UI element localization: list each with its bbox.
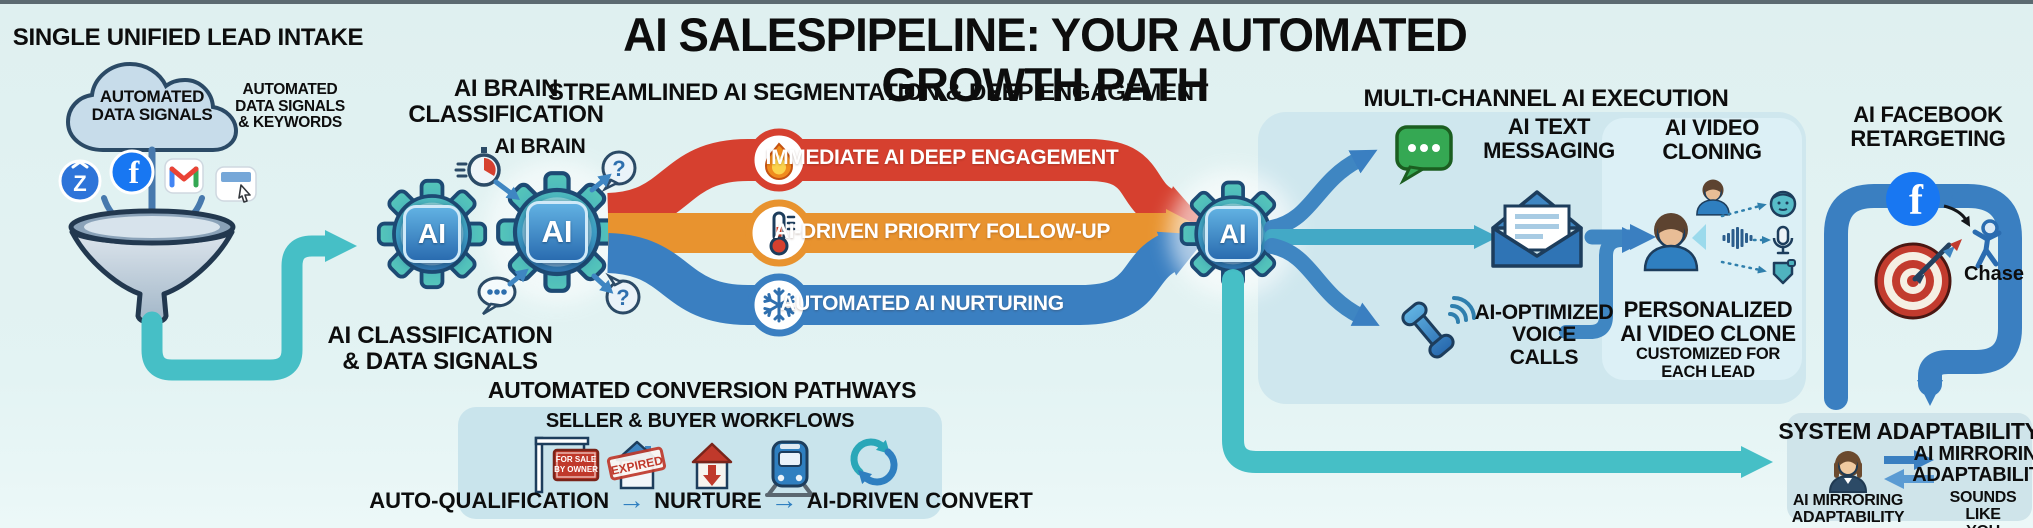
svg-text:?: ? bbox=[612, 156, 625, 181]
brain-question-icon: ? bbox=[617, 214, 655, 252]
warm-path-label: AI-DRIVEN PRIORITY FOLLOW-UP bbox=[773, 220, 1111, 243]
classification-heading: AI BRAIN CLASSIFICATION bbox=[408, 75, 604, 128]
step-arrow-icon: → bbox=[770, 485, 798, 515]
svg-text:f: f bbox=[129, 154, 140, 190]
execution-heading: MULTI-CHANNEL AI EXECUTION bbox=[1363, 85, 1729, 112]
conversion-heading: AUTOMATED CONVERSION PATHWAYS bbox=[487, 377, 917, 403]
step-arrow-icon: → bbox=[618, 485, 646, 515]
ai-gear-badge-1: AI bbox=[403, 205, 461, 263]
retargeting-entry-arrowhead bbox=[1950, 186, 1970, 208]
video-cloning-heading: AI VIDEO CLONING bbox=[1662, 115, 1762, 164]
chase-label: Chase bbox=[1963, 263, 2025, 285]
ai-brain-label: AI BRAIN bbox=[494, 135, 586, 158]
adaptability-left-caption: AI MIRRORING ADAPTABILITY bbox=[1791, 492, 1905, 527]
target-icon bbox=[1874, 239, 1962, 320]
cloud-label: AUTOMATED DATA SIGNALS bbox=[91, 87, 213, 125]
retargeting-loop-arrow bbox=[1824, 184, 2022, 410]
retargeting-heading: AI FACEBOOK RETARGETING bbox=[1850, 102, 2006, 151]
question-bubble-bottom-icon: ? bbox=[605, 272, 641, 315]
segmentation-heading: STREAMLINED AI SEGMENTATION & DEEP ENGAG… bbox=[547, 79, 1209, 106]
conversion-subheading: SELLER & BUYER WORKFLOWS bbox=[545, 410, 855, 432]
stopwatch-icon bbox=[454, 147, 501, 187]
adaptability-heading: SYSTEM ADAPTABILITY bbox=[1778, 418, 2033, 444]
voice-calls-label: AI-OPTIMIZED VOICE CALLS bbox=[1474, 301, 1614, 369]
adaptability-right-caption: SOUNDS LIKE YOU OR YOUR COACH bbox=[1949, 489, 2017, 528]
web-form-icon bbox=[215, 166, 257, 203]
svg-text:?: ? bbox=[635, 229, 644, 246]
chase-person-icon bbox=[1972, 219, 2002, 269]
fb-to-chase-arrow bbox=[1943, 204, 1971, 227]
step-auto-qualification: AUTO-QUALIFICATION bbox=[369, 487, 610, 513]
conversion-steps-row: AUTO-QUALIFICATION → NURTURE → AI-DRIVEN… bbox=[369, 487, 1033, 514]
video-clone-caption: PERSONALIZED AI VIDEO CLONE bbox=[1620, 297, 1796, 346]
ai-gear-badge-2: AI bbox=[526, 201, 588, 263]
lead-intake-heading: SINGLE UNIFIED LEAD INTAKE bbox=[12, 24, 364, 51]
intake-flow-arrows bbox=[101, 146, 205, 227]
top-border-line bbox=[0, 0, 2033, 4]
step-ai-driven-convert: AI-DRIVEN CONVERT bbox=[806, 487, 1033, 513]
step-nurture: NURTURE bbox=[654, 487, 762, 513]
chat-dots-bubble-icon bbox=[477, 276, 517, 316]
data-signals-note: AUTOMATED DATA SIGNALS & KEYWORDS bbox=[235, 81, 345, 132]
svg-text:Z: Z bbox=[73, 171, 86, 196]
video-clone-subcaption: CUSTOMIZED FOR EACH LEAD bbox=[1636, 345, 1780, 381]
hot-path-label: IMMEDIATE AI DEEP ENGAGEMENT bbox=[765, 146, 1119, 169]
facebook-retargeting-icon: f bbox=[1886, 172, 1940, 226]
funnel-to-gear-pipe bbox=[141, 230, 357, 381]
zillow-icon: Z bbox=[58, 159, 102, 203]
svg-text:f: f bbox=[1909, 178, 1924, 224]
svg-text:?: ? bbox=[616, 285, 629, 310]
funnel-icon bbox=[68, 208, 236, 326]
classification-bottom-label: AI CLASSIFICATION & DATA SIGNALS bbox=[327, 322, 553, 375]
page-title: AI SALESPIPELINE: YOUR AUTOMATED GROWTH … bbox=[623, 8, 1468, 112]
adaptability-right-label: AI MIRRORING ADAPTABILITY bbox=[1912, 443, 2033, 487]
facebook-source-icon: f bbox=[109, 149, 155, 195]
gmail-icon bbox=[164, 158, 204, 194]
question-bubble-top-icon: ? bbox=[601, 150, 637, 193]
cold-path-label: AUTOMATED AI NURTURING bbox=[780, 292, 1064, 315]
text-messaging-label: AI TEXT MESSAGING bbox=[1483, 114, 1615, 163]
ai-gear-badge-3: AI bbox=[1205, 206, 1261, 262]
